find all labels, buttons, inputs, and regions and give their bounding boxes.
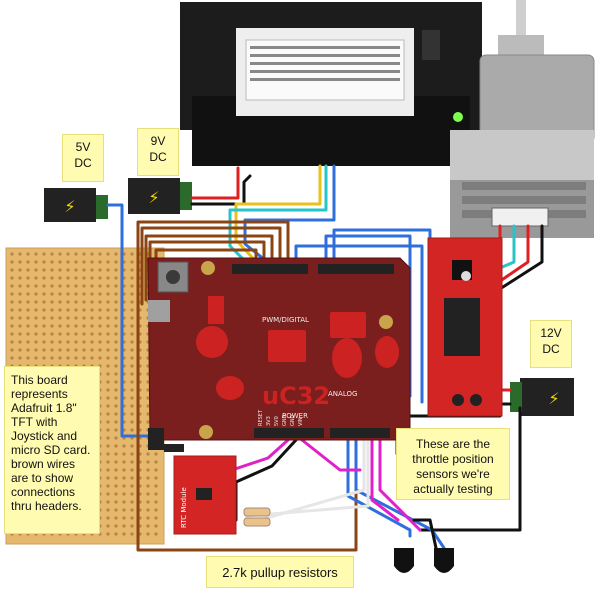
stepper-motor: [450, 0, 595, 238]
pwm-label: PWM/DIGITAL: [262, 316, 309, 324]
power-pin-label: VIN: [298, 417, 304, 426]
dc-jack-12v: ⚡: [510, 378, 574, 416]
dc-jack-5v: ⚡: [44, 188, 108, 222]
rtc-label: RTC Module: [180, 487, 188, 528]
rtc-module: RTC Module: [173, 455, 237, 535]
label-12v-dc-text: 12V DC: [540, 326, 562, 356]
throttle-note: These are the throttle position sensors …: [396, 428, 510, 500]
analog-label: ANALOG: [328, 390, 357, 398]
dc-jack-9v: ⚡: [128, 178, 192, 214]
label-5v-dc-text: 5V DC: [74, 140, 92, 170]
bolt-icon: ⚡: [64, 197, 75, 216]
printer-led-icon: [453, 112, 463, 122]
power-label: POWER: [282, 412, 308, 420]
power-pin-label: GND: [290, 414, 296, 426]
pullup-note: 2.7k pullup resistors: [206, 556, 354, 588]
label-5v-dc: 5V DC: [62, 134, 104, 182]
bolt-icon: ⚡: [548, 389, 559, 408]
power-pin-label: 3V3: [266, 416, 272, 426]
board-note-text: This board represents Adafruit 1.8" TFT …: [11, 373, 91, 513]
pullup-resistors: [243, 507, 271, 527]
board-note: This board represents Adafruit 1.8" TFT …: [4, 366, 100, 534]
motor-driver-board: [427, 237, 503, 417]
pullup-note-text: 2.7k pullup resistors: [222, 565, 338, 580]
board-name: uC32: [262, 382, 330, 410]
thermal-printer: [180, 2, 482, 166]
tft-header: [148, 428, 184, 452]
label-9v-dc-text: 9V DC: [149, 134, 167, 164]
label-9v-dc: 9V DC: [137, 128, 179, 176]
power-pin-label: GND: [282, 414, 288, 426]
power-pin-label: RESET: [258, 409, 264, 426]
power-pin-label: 5V0: [274, 416, 280, 426]
throttle-note-text: These are the throttle position sensors …: [412, 437, 494, 496]
label-12v-dc: 12V DC: [530, 320, 572, 368]
throttle-sensors: [394, 548, 454, 573]
bolt-icon: ⚡: [148, 188, 159, 207]
